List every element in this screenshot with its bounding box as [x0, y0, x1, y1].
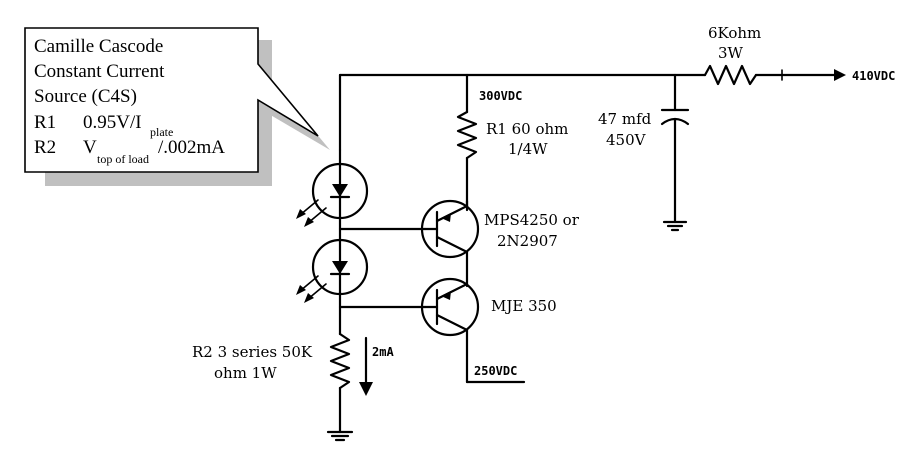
callout-r2-tail: /.002mA [158, 137, 225, 158]
resistor-6k [703, 64, 838, 86]
capacitor-47mfd [660, 73, 690, 224]
led-1 [296, 162, 369, 227]
q2-part-number: MJE 350 [491, 297, 557, 315]
current-arrow [359, 336, 373, 396]
q1-part-number: MPS4250 or [484, 211, 580, 229]
resistor-6k-rating: 3W [718, 44, 744, 62]
callout-r2-name: R2 [34, 137, 56, 158]
r1-rating: 1/4W [508, 140, 548, 158]
resistor-r2 [329, 332, 351, 434]
r2-value: R2 3 series 50K [192, 343, 313, 361]
capacitor-ground-symbol [662, 220, 688, 232]
r2-ground-symbol [326, 430, 354, 442]
r1-value: R1 60 ohm [486, 120, 568, 138]
capacitor-value: 47 mfd [598, 110, 652, 128]
r2-rating: ohm 1W [214, 364, 277, 382]
bottom-voltage-label: 250VDC [474, 364, 517, 378]
capacitor-rating: 450V [606, 131, 647, 149]
top-voltage-label: 300VDC [479, 89, 522, 103]
output-arrow [834, 69, 846, 81]
led-2 [296, 238, 369, 303]
callout-r1-subscript: plate [150, 125, 173, 139]
callout-r1-name: R1 [34, 112, 56, 133]
callout-box [24, 27, 319, 173]
callout-r1-formula: 0.95V/I [83, 112, 142, 133]
callout-title-line2: Constant Current [34, 61, 165, 82]
callout-title-line3: Source (C4S) [34, 86, 137, 107]
top-rail-wire [338, 73, 707, 152]
callout-r2-v: V [83, 137, 97, 158]
current-label: 2mA [372, 345, 394, 359]
resistor-6k-value: 6Kohm [708, 24, 761, 42]
resistor-r1 [456, 73, 478, 212]
transistor-q1 [420, 199, 480, 288]
callout-title-line1: Camille Cascode [34, 36, 163, 57]
callout-r2-subscript: top of load [97, 152, 149, 166]
q1-alt-part: 2N2907 [497, 232, 558, 250]
output-voltage-label: 410VDC [852, 69, 895, 83]
transistor-q2 [420, 277, 526, 384]
